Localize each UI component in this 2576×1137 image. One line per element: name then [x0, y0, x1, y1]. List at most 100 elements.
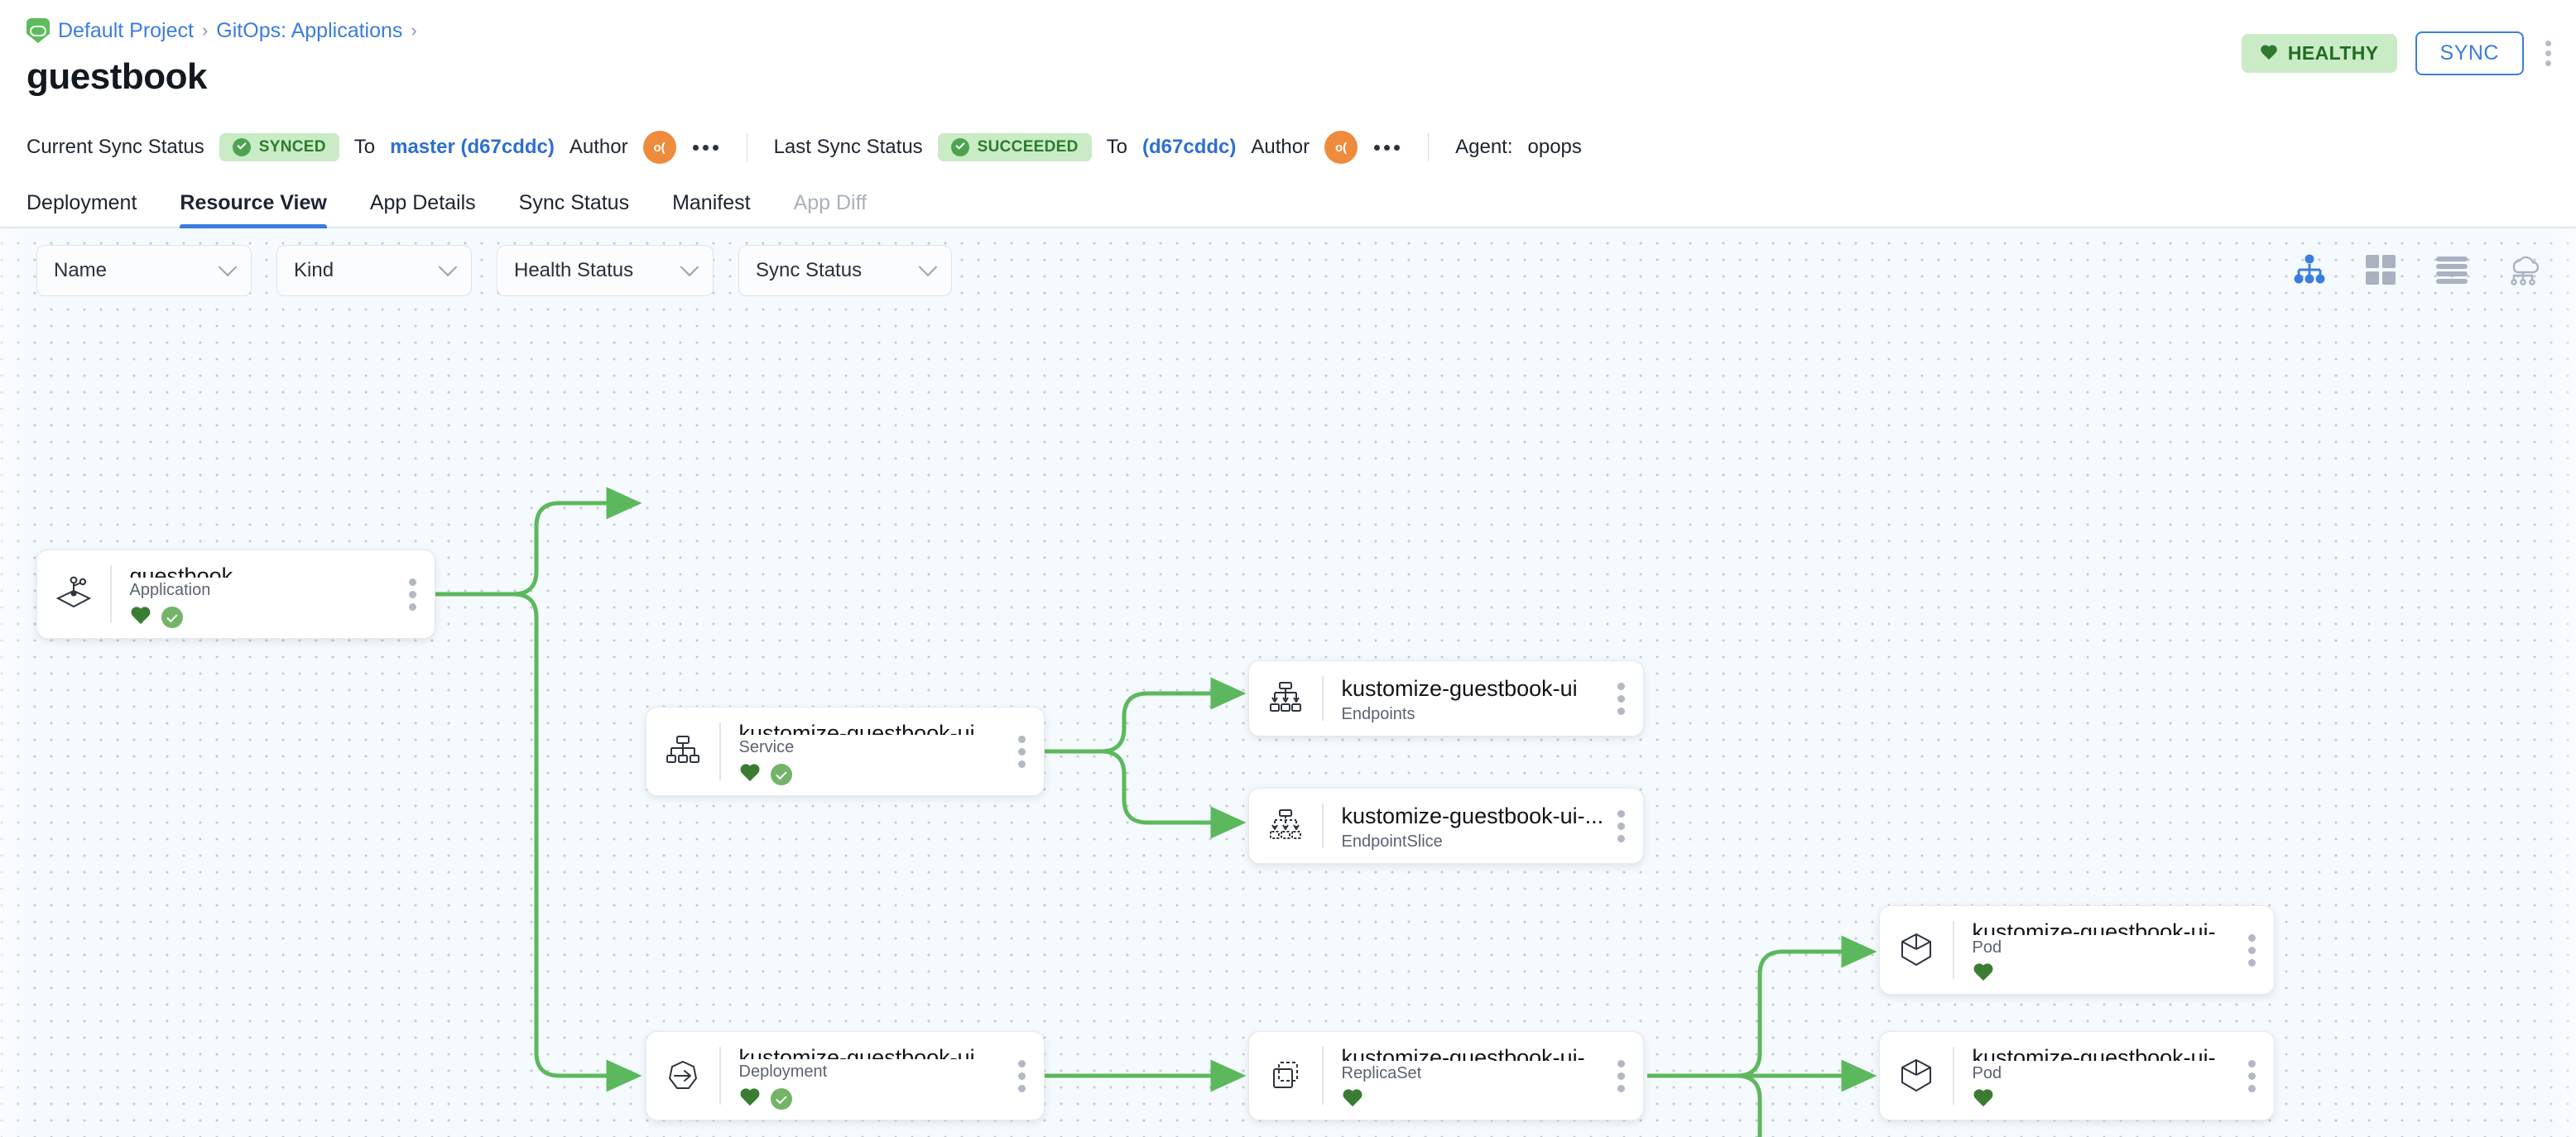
health-heart-icon-5 [1973, 964, 1994, 984]
node-status-5 [1973, 964, 2241, 984]
sync-check-icon-2 [770, 764, 792, 785]
breadcrumb-separator: › [201, 20, 209, 41]
breadcrumb-separator-2: › [411, 20, 417, 41]
view-toggle-group [2291, 252, 2541, 288]
node-title: kustomize-guestbook-ui-... [1341, 803, 1604, 828]
node-body-2: kustomize-guestbook-ui Service [721, 708, 1011, 795]
agent-label: Agent: [1455, 136, 1513, 158]
node-status-6 [1973, 1090, 2241, 1110]
tab-resource-view[interactable]: Resource View [180, 191, 328, 228]
grid-view-icon[interactable] [2362, 252, 2399, 288]
node-title: kustomize-guestbook-ui-... [1341, 1045, 1604, 1061]
last-author-label: Author [1251, 136, 1310, 158]
health-heart-icon-6 [1973, 1090, 1994, 1110]
node-more-icon[interactable] [401, 578, 435, 611]
node-body-3: kustomize-guestbook-ui Endpoints [1324, 661, 1610, 736]
pod-icon-2 [1880, 1032, 1953, 1120]
more-horizontal-icon[interactable] [691, 142, 720, 154]
chevron-down-icon [218, 257, 238, 277]
tab-sync-status[interactable]: Sync Status [518, 191, 630, 214]
node-kind: ReplicaSet [1341, 1064, 1422, 1082]
node-more-icon-5[interactable] [1010, 1059, 1044, 1092]
filter-kind-label: Kind [294, 259, 334, 281]
check-circle-icon-2 [950, 138, 969, 156]
node-title: kustomize-guestbook-ui-... [1972, 919, 2235, 935]
node-more-icon-7[interactable] [2240, 933, 2274, 967]
tree-view-icon[interactable] [2291, 252, 2328, 288]
node-title: kustomize-guestbook-ui [738, 1045, 975, 1059]
node-more-icon-8[interactable] [2240, 1059, 2274, 1092]
last-sync-status-chip-label: SUCCEEDED [977, 138, 1079, 156]
tab-manifest[interactable]: Manifest [672, 191, 751, 214]
filter-health-status-label: Health Status [514, 259, 634, 281]
list-view-icon[interactable] [2434, 252, 2470, 288]
pod-icon [1880, 906, 1953, 994]
health-heart-icon-3 [739, 1089, 761, 1109]
more-vertical-icon[interactable] [2542, 37, 2554, 70]
filter-name[interactable]: Name [36, 245, 252, 296]
tab-app-diff: App Diff [793, 191, 867, 214]
breadcrumb: Default Project › GitOps: Applications › [26, 18, 2543, 43]
node-body: guestbook Application [112, 550, 401, 638]
graph-node-application[interactable]: guestbook Application [36, 549, 435, 639]
breadcrumb-item-gitops-applications[interactable]: GitOps: Applications [216, 18, 403, 42]
current-revision-link[interactable]: master (d67cddc) [390, 136, 555, 158]
node-body-8: kustomize-guestbook-ui-... Pod [1954, 1032, 2241, 1120]
breadcrumb-item-default-project[interactable]: Default Project [58, 18, 194, 42]
more-horizontal-icon-2[interactable] [1372, 142, 1401, 154]
node-more-icon-3[interactable] [1609, 682, 1643, 715]
node-kind: Deployment [738, 1063, 828, 1081]
tab-deployment[interactable]: Deployment [26, 191, 137, 214]
tab-app-details[interactable]: App Details [369, 191, 476, 214]
network-view-icon[interactable] [2505, 252, 2541, 288]
status-badge-healthy: HEALTHY [2241, 34, 2397, 73]
sync-check-icon-3 [770, 1088, 792, 1110]
app-header: Default Project › GitOps: Applications ›… [0, 0, 2576, 122]
health-heart-icon-4 [1342, 1090, 1363, 1110]
health-heart-icon-2 [739, 765, 761, 784]
page-title: guestbook [26, 56, 207, 97]
avatar-2: o( [1324, 131, 1358, 164]
graph-node-service[interactable]: kustomize-guestbook-ui Service [646, 707, 1045, 796]
endpoints-icon [1249, 661, 1322, 736]
node-status [130, 607, 401, 628]
filter-kind[interactable]: Kind [276, 245, 472, 296]
node-more-icon-4[interactable] [1609, 809, 1643, 842]
endpointslice-icon [1249, 789, 1322, 863]
check-circle-icon [232, 138, 251, 156]
application-icon [37, 550, 110, 638]
node-body-5: kustomize-guestbook-ui Deployment [721, 1032, 1011, 1120]
node-title: kustomize-guestbook-ui [738, 721, 975, 735]
resource-graph-canvas[interactable]: Name Kind Health Status Sync Status [0, 228, 2576, 1137]
graph-node-pod-2[interactable]: kustomize-guestbook-ui-... Pod [1879, 1031, 2275, 1120]
node-more-icon-6[interactable] [1609, 1059, 1643, 1092]
sync-button[interactable]: SYNC [2415, 31, 2524, 75]
node-body-7: kustomize-guestbook-ui-... Pod [1954, 906, 2241, 994]
node-status-3 [739, 1088, 1011, 1110]
graph-node-pod-1[interactable]: kustomize-guestbook-ui-... Pod [1879, 905, 2275, 995]
graph-node-endpoints[interactable]: kustomize-guestbook-ui Endpoints [1248, 660, 1644, 736]
node-body-6: kustomize-guestbook-ui-... ReplicaSet [1324, 1032, 1610, 1120]
filter-sync-status[interactable]: Sync Status [738, 245, 952, 296]
node-body-4: kustomize-guestbook-ui-... EndpointSlice [1324, 789, 1610, 863]
current-sync-status-chip: SYNCED [219, 133, 339, 161]
filter-sync-status-label: Sync Status [756, 259, 863, 281]
node-kind: Application [129, 581, 211, 599]
last-to-label: To [1106, 136, 1128, 158]
sync-status-strip: Current Sync Status SYNCED To master (d6… [0, 122, 2576, 172]
sync-check-icon [161, 607, 183, 628]
filter-health-status[interactable]: Health Status [497, 245, 714, 296]
header-actions: HEALTHY SYNC [2241, 31, 2554, 75]
tab-bar: Deployment Resource View App Details Syn… [0, 172, 2576, 228]
graph-node-endpointslice[interactable]: kustomize-guestbook-ui-... EndpointSlice [1248, 788, 1644, 864]
current-sync-status-label: Current Sync Status [26, 136, 204, 158]
node-kind: Pod [1972, 938, 2002, 957]
heart-icon [2260, 46, 2278, 62]
graph-node-replicaset[interactable]: kustomize-guestbook-ui-... ReplicaSet [1248, 1031, 1644, 1120]
chevron-down-icon-3 [680, 257, 699, 277]
last-revision-link[interactable]: (d67cddc) [1142, 136, 1237, 158]
graph-node-deployment[interactable]: kustomize-guestbook-ui Deployment [646, 1031, 1045, 1120]
service-icon [646, 708, 719, 795]
node-kind: Endpoints [1341, 705, 1415, 724]
node-more-icon-2[interactable] [1010, 735, 1044, 768]
